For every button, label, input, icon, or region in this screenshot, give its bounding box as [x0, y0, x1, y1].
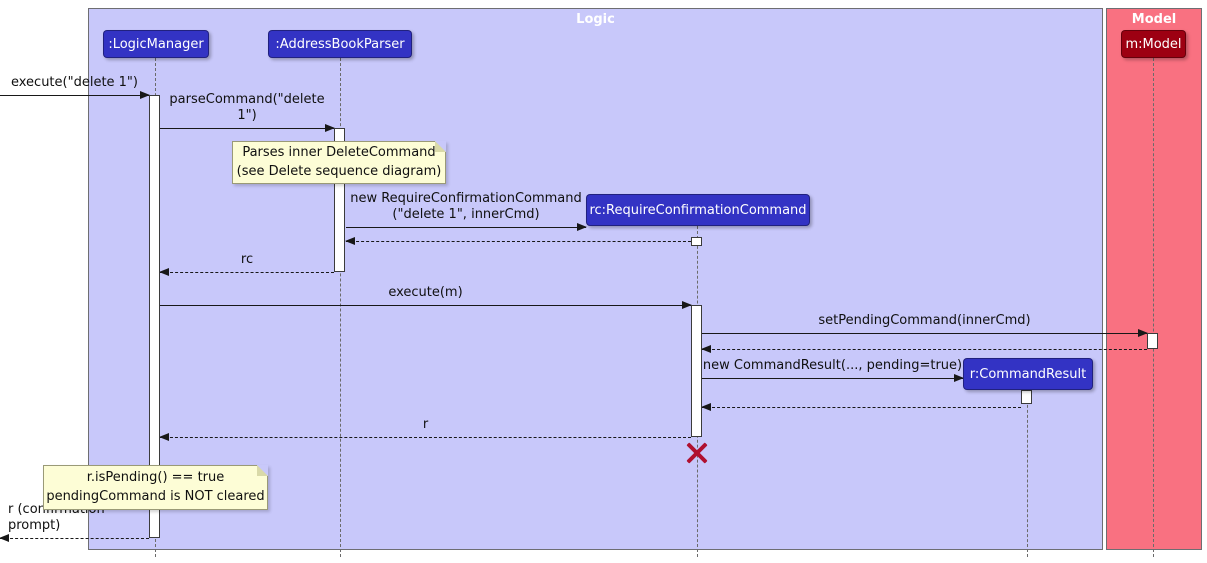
message-label: setPendingCommand(innerCmd)	[818, 312, 1031, 328]
arrowhead-icon	[682, 301, 692, 309]
arrowhead-icon	[325, 124, 335, 132]
message-label: new RequireConfirmationCommand ("delete …	[350, 190, 582, 222]
arrow-line	[346, 227, 586, 228]
note-text: r.isPending() == true pendingCommand is …	[46, 469, 265, 504]
participant-require-confirmation-command: rc:RequireConfirmationCommand	[586, 194, 810, 226]
participant-label: m:Model	[1125, 36, 1182, 52]
logic-frame: Logic	[88, 8, 1103, 550]
activation-address-book-parser	[334, 128, 345, 272]
arrow-line	[160, 128, 334, 129]
participant-command-result: r:CommandResult	[963, 358, 1093, 390]
arrowhead-icon	[345, 237, 355, 245]
arrowhead-icon	[1138, 329, 1148, 337]
participant-model: m:Model	[1121, 30, 1186, 58]
activation-model	[1147, 333, 1158, 349]
participant-label: :LogicManager	[108, 36, 204, 52]
lifeline-address-book-parser	[340, 58, 341, 557]
arrow-line	[0, 95, 149, 96]
arrowhead-icon	[701, 403, 711, 411]
logic-frame-title: Logic	[576, 12, 615, 27]
participant-logic-manager: :LogicManager	[103, 30, 209, 58]
arrow-line	[346, 241, 691, 242]
arrowhead-icon	[159, 433, 169, 441]
arrow-line	[702, 349, 1147, 350]
activation-rc-execute	[691, 305, 702, 437]
arrowhead-icon	[954, 374, 964, 382]
participant-label: :AddressBookParser	[275, 36, 405, 52]
note-fold-icon	[257, 465, 268, 476]
arrowhead-icon	[701, 345, 711, 353]
destroy-x-icon	[684, 440, 710, 466]
participant-label: r:CommandResult	[969, 366, 1087, 382]
participant-label: rc:RequireConfirmationCommand	[589, 202, 807, 218]
arrowhead-icon	[0, 534, 9, 542]
message-label: execute("delete 1")	[10, 74, 138, 90]
message-label: parseCommand("delete 1")	[169, 91, 325, 123]
note-parses-inner: Parses inner DeleteCommand (see Delete s…	[232, 141, 446, 184]
arrow-line	[160, 305, 691, 306]
arrowhead-icon	[140, 91, 150, 99]
note-fold-icon	[435, 141, 446, 152]
message-label: rc	[240, 251, 254, 267]
activation-rc-create	[691, 237, 702, 246]
activation-logic-manager	[149, 95, 160, 538]
message-label: r	[422, 416, 429, 432]
arrow-line	[0, 538, 149, 539]
message-label: new CommandResult(..., pending=true)	[702, 357, 963, 373]
model-frame: Model	[1106, 8, 1202, 550]
note-text: Parses inner DeleteCommand (see Delete s…	[236, 144, 442, 179]
model-frame-title: Model	[1131, 12, 1177, 27]
note-is-pending: r.isPending() == true pendingCommand is …	[43, 465, 268, 510]
arrowhead-icon	[577, 223, 587, 231]
lifeline-command-result	[1027, 390, 1028, 557]
lifeline-model	[1153, 58, 1154, 557]
arrow-line	[160, 437, 691, 438]
message-label: execute(m)	[388, 284, 463, 300]
arrow-line	[702, 378, 963, 379]
arrowhead-icon	[159, 268, 169, 276]
arrow-line	[160, 272, 334, 273]
arrow-line	[702, 407, 1021, 408]
participant-address-book-parser: :AddressBookParser	[268, 30, 412, 58]
activation-command-result	[1021, 390, 1032, 404]
arrow-line	[702, 333, 1147, 334]
